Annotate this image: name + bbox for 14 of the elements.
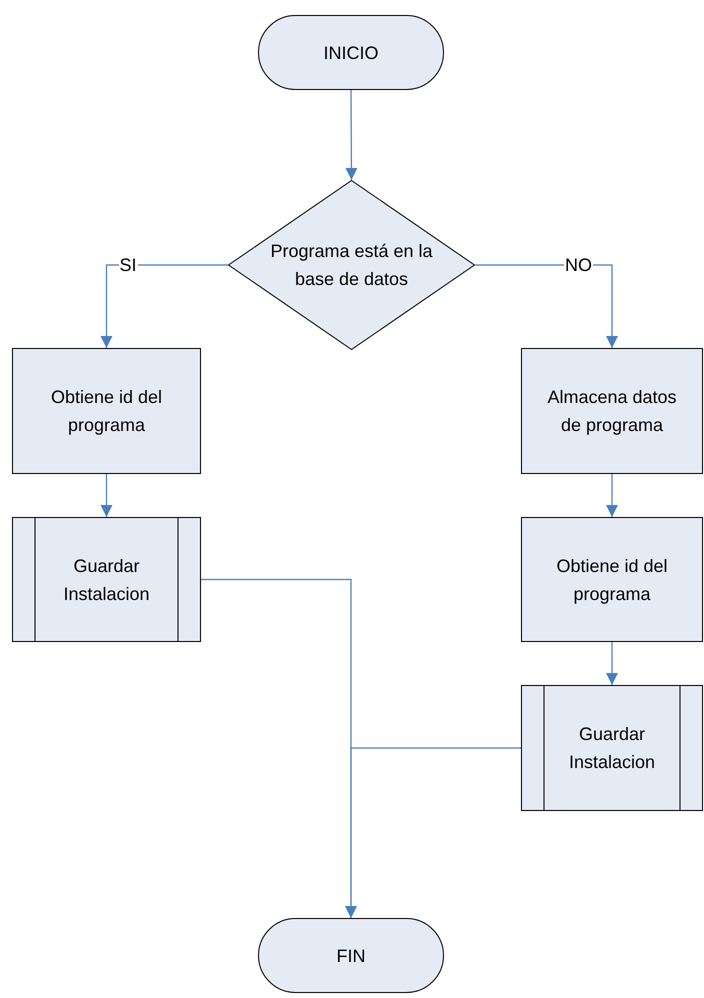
node-text: FIN [336, 944, 366, 968]
node-text: INICIO [323, 42, 378, 64]
node-text: Guardar Instalacion [62, 554, 151, 606]
arrow [606, 474, 618, 517]
node-text: Almacena datos de programa [546, 386, 678, 437]
arrow [100, 264, 228, 348]
node-text: Obtiene id del programa [50, 386, 164, 437]
node-text: Guardar Instalacion [568, 723, 656, 774]
arrow [606, 642, 618, 685]
arrow [100, 474, 112, 517]
arrow [345, 747, 521, 918]
node-text: Programa está en la base de datos [269, 240, 434, 291]
arrow [345, 90, 358, 180]
node-text: Obtiene id del programa [555, 554, 669, 606]
